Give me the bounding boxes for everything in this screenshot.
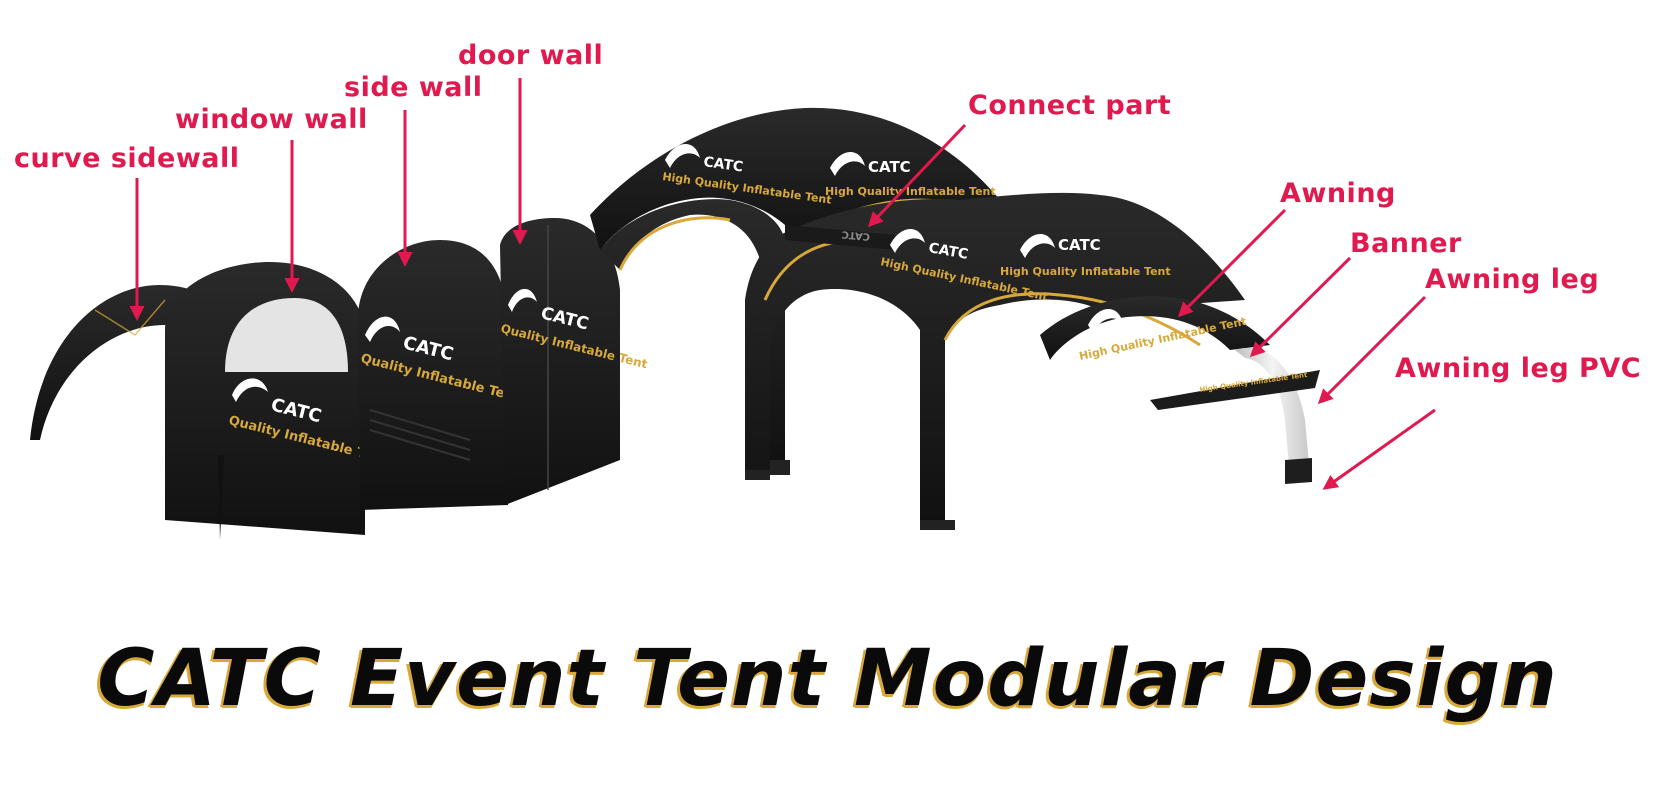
door-wall-panel: CATC Quality Inflatable Tent	[499, 218, 649, 505]
catc-logo-icon	[890, 228, 925, 253]
label-awning-leg: Awning leg	[1425, 264, 1600, 295]
label-awning: Awning	[1280, 178, 1396, 209]
label-connect-part: Connect part	[968, 90, 1172, 121]
svg-text:CATC: CATC	[927, 240, 969, 263]
catc-logo-icon	[1020, 233, 1055, 258]
svg-text:High Quality Inflatable Tent: High Quality Inflatable Tent	[825, 185, 996, 198]
svg-text:CATC: CATC	[841, 228, 870, 241]
arrow-connect-part	[867, 123, 967, 228]
label-curve-sidewall: curve sidewall	[14, 143, 240, 174]
window-opening	[225, 298, 348, 372]
catc-logo-icon	[232, 378, 268, 402]
window-wall-panel: CATC Quality Inflatable Tent	[165, 262, 389, 540]
arrow-awning	[1177, 208, 1287, 318]
main-title: CATC Event Tent Modular Design	[97, 634, 1558, 724]
awning-leg-pvc	[1285, 458, 1312, 484]
arrow-awning-leg-pvc	[1322, 408, 1436, 490]
svg-text:CATC: CATC	[868, 158, 911, 176]
catc-logo-icon	[665, 143, 700, 168]
arrow-awning-leg	[1317, 295, 1427, 405]
label-side-wall: side wall	[344, 72, 483, 103]
svg-text:High Quality Inflatable Tent: High Quality Inflatable Tent	[1000, 265, 1171, 278]
label-banner: Banner	[1350, 228, 1462, 259]
svg-text:CATC: CATC	[702, 154, 744, 175]
catc-logo-icon	[1088, 308, 1123, 333]
label-window-wall: window wall	[175, 104, 368, 135]
label-door-wall: door wall	[458, 40, 604, 71]
callout-arrows	[129, 78, 1436, 490]
catc-logo-icon	[830, 151, 865, 176]
connect-part: CATC	[785, 225, 895, 250]
tent-module-2: CATC CATC High Quality Inflatable Tent C…	[745, 192, 1245, 530]
catc-logo-icon	[508, 288, 537, 312]
label-awning-leg-pvc: Awning leg PVC	[1395, 353, 1642, 384]
svg-text:CATC: CATC	[1058, 236, 1101, 254]
arrow-banner	[1249, 256, 1352, 358]
side-wall-panel: CATC Quality Inflatable Tent	[358, 240, 521, 510]
catc-logo-icon	[365, 316, 400, 342]
awning-leg	[1235, 347, 1310, 478]
